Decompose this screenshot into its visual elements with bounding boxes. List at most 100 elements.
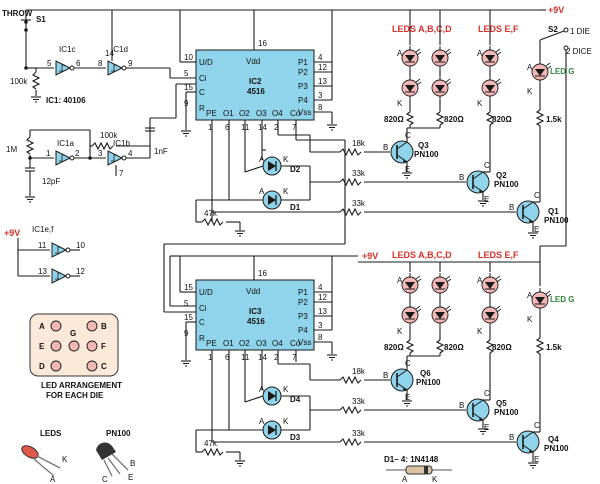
ic3-pin-pe: PE: [206, 339, 217, 348]
r-820-a-die2: 820Ω: [384, 343, 404, 352]
ic2-pin-o4: O4: [272, 109, 283, 118]
led-die2-d: [431, 302, 452, 328]
svg-text:A: A: [527, 291, 533, 300]
ic3-pin-num-right-2: 13: [318, 307, 327, 316]
svg-text:B: B: [383, 143, 388, 152]
rb-33k-a-die1: 33k: [352, 169, 366, 178]
transistor-q3: [390, 140, 414, 164]
ic2-name: IC2: [249, 77, 262, 86]
svg-text:B: B: [130, 459, 135, 468]
r-820-a-die1: 820Ω: [384, 115, 404, 124]
svg-text:C: C: [101, 362, 107, 371]
ic3-pin-num-bottom-1: 6: [225, 353, 230, 362]
ic2-pin-p3: P3: [298, 82, 308, 91]
r-820-c-die2: 820Ω: [492, 343, 512, 352]
svg-text:10: 10: [76, 241, 85, 250]
switch-s1[interactable]: THROW S1: [2, 9, 46, 34]
svg-text:C: C: [534, 421, 540, 430]
ic2-pin-o2: O2: [239, 109, 250, 118]
rb-33k-b-die1: 33k: [352, 199, 366, 208]
ic2-pin-p2: P2: [298, 68, 308, 77]
svg-text:K: K: [527, 315, 533, 324]
ic2-pin-num-bottom-0: 1: [208, 123, 213, 132]
q5-name: Q5: [496, 399, 507, 408]
svg-text:K: K: [283, 385, 289, 394]
legend-leds-label: LEDS: [40, 429, 62, 438]
ic2-pin-vss: Vss: [298, 108, 311, 117]
svg-text:A: A: [527, 63, 533, 72]
s1-label: S1: [36, 15, 46, 24]
ic3-pin-co: Co: [290, 339, 301, 348]
legend-diodes-label: D1– 4: 1N4148: [384, 455, 439, 464]
svg-text:13: 13: [38, 267, 47, 276]
svg-text:A: A: [397, 276, 403, 285]
transistor-q5: [466, 398, 490, 422]
led-die2-f: [481, 302, 502, 328]
svg-text:C: C: [405, 131, 411, 140]
ic3-part: 4516: [247, 317, 265, 326]
ic3-pin-p4: P4: [298, 326, 308, 335]
svg-text:8: 8: [98, 59, 103, 68]
ic3-pin-num-bottom-0: 1: [208, 353, 213, 362]
r-820-b-die2: 820Ω: [444, 343, 464, 352]
ic3-pin-ci: Ci: [199, 304, 207, 313]
ic3-pin-o2: O2: [239, 339, 250, 348]
svg-text:B: B: [383, 371, 388, 380]
ic2-pin-r: R: [199, 104, 205, 113]
ic1ef-label: IC1e,f: [32, 225, 54, 234]
c-12pf-label: 12pF: [42, 177, 60, 186]
d4-label: D4: [290, 395, 301, 404]
ic2-pin-num-left-1: 5: [184, 69, 189, 78]
r-47k-die1-label: 47k: [204, 209, 218, 218]
led-die1-b: [431, 45, 452, 71]
svg-text:Vdd: Vdd: [246, 287, 260, 296]
svg-text:1: 1: [46, 149, 51, 158]
svg-text:9: 9: [128, 59, 133, 68]
svg-text:E: E: [405, 393, 410, 402]
s2-label: S2: [548, 25, 558, 34]
svg-text:F: F: [101, 342, 106, 351]
svg-text:E: E: [405, 165, 410, 174]
ic3-pin-o4: O4: [272, 339, 283, 348]
q4-name: Q4: [548, 435, 559, 444]
ic3-pin-num-bottom-4: 2: [274, 353, 279, 362]
svg-text:A: A: [50, 475, 56, 484]
diode-d2: [262, 156, 282, 176]
ic3-pin-num-right-3: 3: [318, 321, 323, 330]
svg-text:E: E: [534, 225, 539, 234]
svg-text:A: A: [259, 417, 265, 426]
gate-ic1b: [107, 150, 127, 166]
led-die2-g: [531, 287, 552, 313]
pn100-component-icon: [96, 442, 129, 477]
svg-text:A: A: [259, 187, 265, 196]
rb-18k-die1: 18k: [352, 139, 366, 148]
svg-text:K: K: [527, 87, 533, 96]
svg-text:K: K: [283, 155, 289, 164]
d2-label: D2: [290, 165, 301, 174]
led-die2-b: [431, 272, 452, 298]
ic3-pin-num-bottom-5: 7: [292, 353, 297, 362]
gate-ic1e: [51, 242, 71, 258]
svg-text:3: 3: [98, 149, 103, 158]
svg-text:K: K: [397, 327, 403, 336]
ic1d-label: IC1d: [111, 45, 128, 54]
svg-text:G: G: [70, 329, 76, 338]
led-die1-d: [431, 75, 452, 101]
r-15k-die2: 1.5k: [546, 343, 562, 352]
ic3-supply: +9V: [362, 251, 378, 261]
ic3-pin-c: C: [199, 318, 205, 327]
die1-leds-ef-label: LEDS E,F: [478, 24, 519, 34]
rb-18k-die2: 18k: [352, 367, 366, 376]
svg-text:6: 6: [76, 59, 81, 68]
q2-type: PN100: [494, 180, 519, 189]
ic3-chip: [195, 279, 315, 351]
ic2-pin-pe: PE: [206, 109, 217, 118]
ic2-pin-p4: P4: [298, 96, 308, 105]
ic2-part: 4516: [247, 87, 265, 96]
svg-text:D: D: [39, 362, 45, 371]
svg-text:2: 2: [75, 149, 80, 158]
switch-s2[interactable]: S2 1 DIE 2 DICE: [539, 25, 592, 247]
ic1c-label: IC1c: [59, 45, 75, 54]
r-100k-a-label: 100k: [10, 77, 28, 86]
ic3-pin-num-bottom-3: 14: [258, 353, 267, 362]
